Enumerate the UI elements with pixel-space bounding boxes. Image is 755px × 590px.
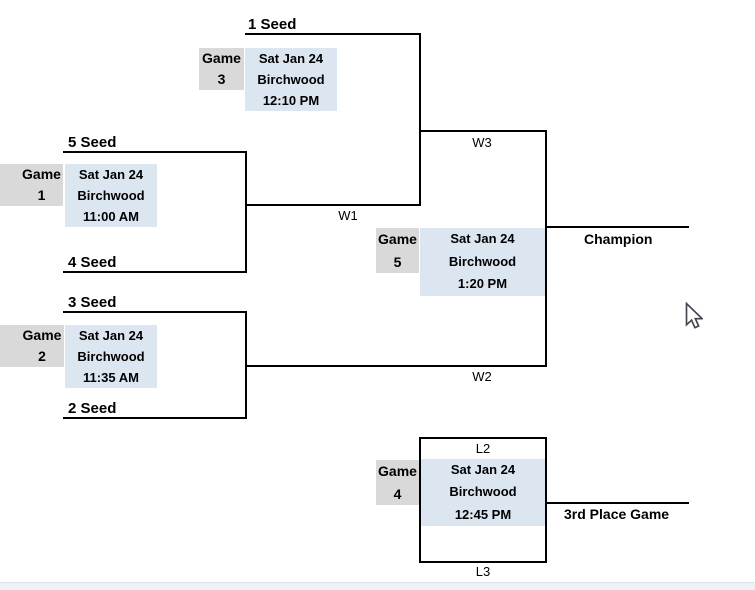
bracket-line-l2 bbox=[419, 437, 547, 439]
game3-info-cell: Sat Jan 24 Birchwood 12:10 PM bbox=[245, 48, 337, 111]
game5-label-text: Game bbox=[378, 231, 417, 247]
game5-number: 5 bbox=[393, 253, 402, 270]
seed-4-label: 4 Seed bbox=[68, 254, 117, 271]
slot-l3-label: L3 bbox=[475, 564, 491, 579]
game4-venue: Birchwood bbox=[449, 484, 517, 500]
bracket-line-third-place bbox=[545, 502, 689, 504]
arrow-cursor-icon bbox=[685, 302, 703, 329]
game1-label-cell: Game 1 bbox=[0, 164, 63, 206]
game5-venue: Birchwood bbox=[448, 253, 517, 269]
seed-5-label: 5 Seed bbox=[68, 134, 117, 151]
bracket-line-seed5 bbox=[63, 151, 247, 153]
game2-label-text: Game bbox=[22, 327, 62, 343]
bracket-line-top-vertical bbox=[419, 33, 421, 206]
champion-label: Champion bbox=[584, 231, 653, 247]
slot-w3-label: W3 bbox=[472, 135, 492, 150]
game1-info-cell: Sat Jan 24 Birchwood 11:00 AM bbox=[65, 164, 157, 227]
slot-l2-label: L2 bbox=[475, 441, 491, 456]
bracket-line-w3 bbox=[419, 130, 547, 132]
game4-time: 12:45 PM bbox=[454, 506, 512, 522]
game2-info-cell: Sat Jan 24 Birchwood 11:35 AM bbox=[65, 325, 157, 388]
game2-time: 11:35 AM bbox=[83, 370, 139, 385]
game3-label-cell: Game 3 bbox=[199, 48, 244, 90]
bracket-line-game4-left-vertical bbox=[419, 437, 421, 563]
bracket-line-seed4 bbox=[63, 271, 247, 273]
bracket-line-w2 bbox=[245, 365, 547, 367]
slot-w1-label: W1 bbox=[338, 208, 358, 223]
game4-number: 4 bbox=[393, 485, 402, 502]
game5-date: Sat Jan 24 bbox=[450, 231, 515, 247]
game1-date: Sat Jan 24 bbox=[78, 167, 144, 182]
game5-time: 1:20 PM bbox=[457, 276, 508, 292]
game4-date: Sat Jan 24 bbox=[450, 461, 516, 477]
game3-number: 3 bbox=[217, 71, 226, 87]
game1-venue: Birchwood bbox=[77, 188, 145, 203]
bottom-window-edge bbox=[0, 582, 755, 590]
game2-venue: Birchwood bbox=[77, 349, 145, 364]
game4-label-cell: Game 4 bbox=[376, 460, 419, 505]
third-place-game-label: 3rd Place Game bbox=[564, 506, 670, 522]
bracket-line-champion bbox=[545, 226, 689, 228]
game3-time: 12:10 PM bbox=[262, 93, 320, 108]
game3-date: Sat Jan 24 bbox=[258, 51, 324, 66]
game4-label-text: Game bbox=[378, 463, 417, 479]
game3-venue: Birchwood bbox=[257, 72, 325, 87]
seed-3-label: 3 Seed bbox=[68, 294, 117, 311]
slot-w2-label: W2 bbox=[472, 369, 492, 384]
game2-date: Sat Jan 24 bbox=[78, 328, 144, 343]
game1-time: 11:00 AM bbox=[83, 209, 139, 224]
bracket-line-seed3 bbox=[63, 311, 247, 313]
game4-info-cell: Sat Jan 24 Birchwood 12:45 PM bbox=[421, 459, 545, 526]
bracket-line-game4-right-vertical bbox=[545, 437, 547, 563]
seed-1-label: 1 Seed bbox=[248, 16, 297, 33]
bracket-line-seed1 bbox=[245, 33, 420, 35]
game5-info-cell: Sat Jan 24 Birchwood 1:20 PM bbox=[420, 228, 545, 296]
bracket-line-final-vertical bbox=[545, 130, 547, 367]
game1-number: 1 bbox=[37, 187, 46, 203]
game2-label-cell: Game 2 bbox=[0, 325, 64, 367]
bracket-line-seed2 bbox=[63, 417, 247, 419]
bracket-line-w1 bbox=[245, 204, 421, 206]
bracket-line-game1-vertical bbox=[245, 151, 247, 273]
bracket-line-l3 bbox=[419, 561, 547, 563]
seed-2-label: 2 Seed bbox=[68, 400, 117, 417]
game5-label-cell: Game 5 bbox=[376, 228, 419, 273]
game2-number: 2 bbox=[38, 348, 46, 364]
game1-label-text: Game bbox=[22, 166, 61, 182]
game3-label-text: Game bbox=[202, 50, 241, 66]
